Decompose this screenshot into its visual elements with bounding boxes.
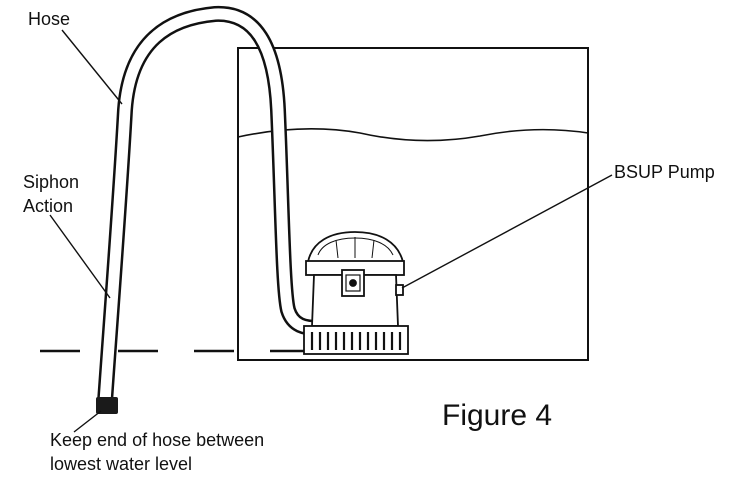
hose-end-fitting [96, 397, 118, 414]
water-surface-line [237, 127, 589, 142]
tank-outline [237, 47, 589, 361]
figure-caption: Figure 4 [442, 399, 552, 432]
hose [97, 5, 319, 403]
siphon-label-line1: Siphon [23, 172, 79, 192]
hose-label: Hose [28, 9, 70, 29]
pump-label: BSUP Pump [614, 162, 715, 182]
note-line2: lowest water level [50, 454, 192, 474]
pump-base-vents [310, 332, 402, 350]
bsup-pump [303, 231, 409, 355]
pump-leader-line [401, 174, 613, 289]
hose-leader-line [61, 29, 123, 105]
note-line1: Keep end of hose between [50, 430, 264, 450]
siphon-label-line2: Action [23, 196, 73, 216]
note-leader-line [73, 410, 102, 433]
siphon-leader-line [49, 214, 111, 299]
